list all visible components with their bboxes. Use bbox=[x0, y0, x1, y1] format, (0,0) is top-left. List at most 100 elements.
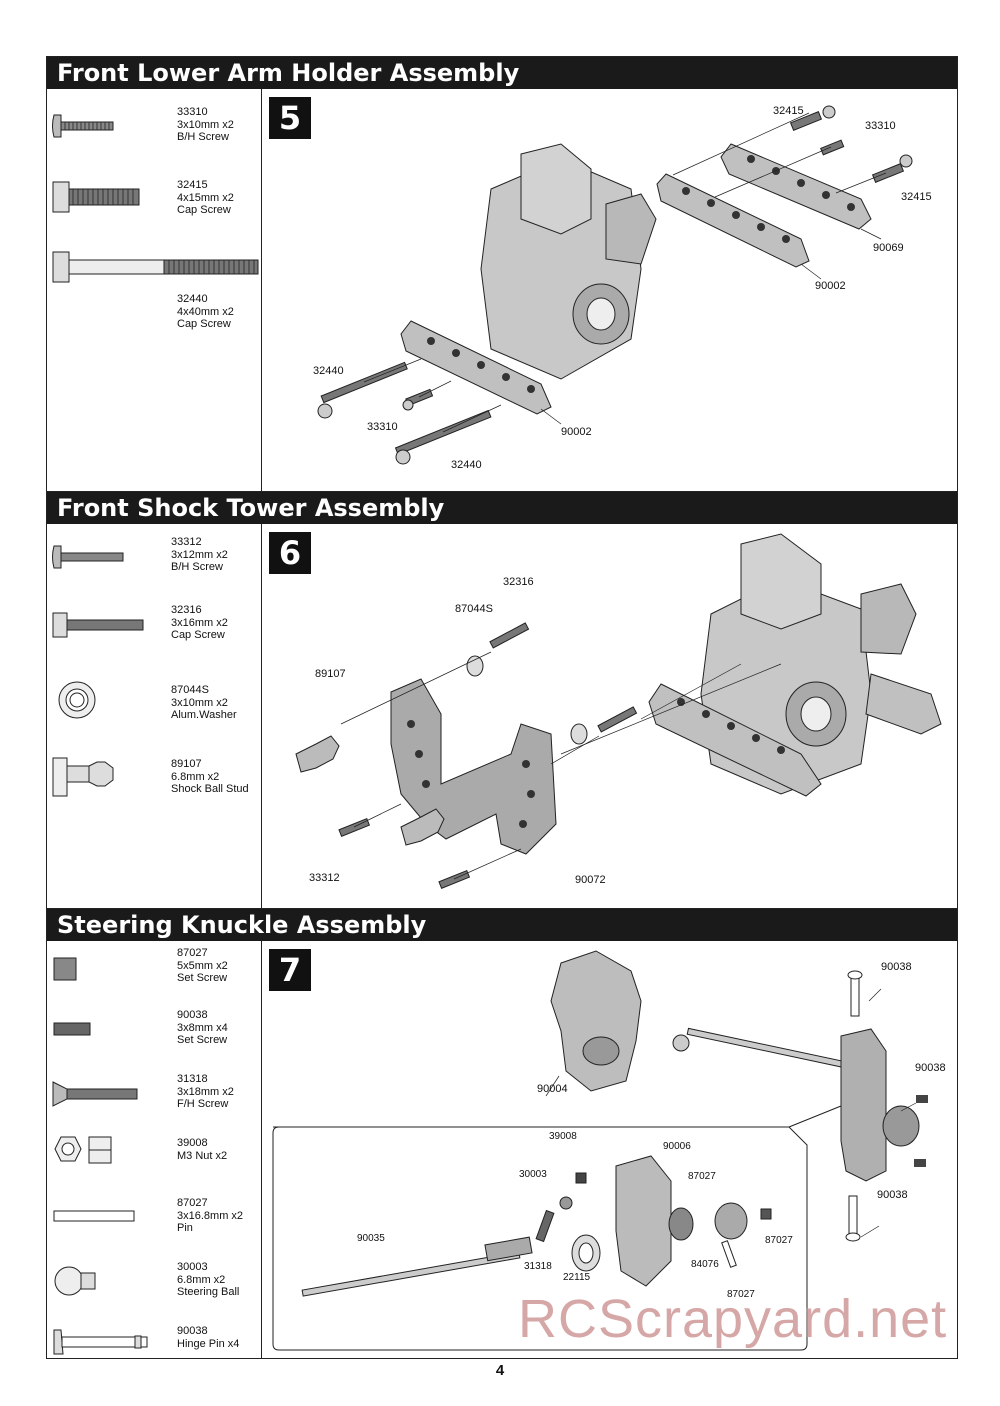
button-head-screw-icon bbox=[52, 545, 124, 569]
part-code: 30003 bbox=[177, 1261, 208, 1273]
part-desc: 3x12mm x2 B/H Screw bbox=[171, 548, 228, 574]
flat-head-screw-icon bbox=[52, 1081, 138, 1107]
cap-screw-icon bbox=[52, 612, 144, 638]
steering-knuckle-diagram bbox=[272, 950, 928, 1351]
part-code: 87044S bbox=[171, 684, 209, 696]
part-code: 87027 bbox=[177, 1197, 208, 1209]
callout-label: 30003 bbox=[519, 1169, 547, 1180]
callout-label: 32415 bbox=[773, 105, 804, 117]
part-desc: Hinge Pin x4 bbox=[177, 1337, 240, 1350]
hinge-pin-icon bbox=[53, 1329, 148, 1355]
section-title: Front Shock Tower Assembly bbox=[47, 492, 957, 524]
nut-icon bbox=[54, 1136, 112, 1164]
part-desc: 3x10mm x2 Alum.Washer bbox=[171, 696, 237, 722]
callout-label: 32440 bbox=[313, 365, 344, 377]
part-desc: 6.8mm x2 Shock Ball Stud bbox=[171, 770, 249, 796]
callout-label: 87044S bbox=[455, 603, 493, 615]
part-code: 33312 bbox=[171, 536, 202, 548]
callout-label: 90038 bbox=[881, 961, 912, 973]
part-code: 32316 bbox=[171, 604, 202, 616]
part-desc: M3 Nut x2 bbox=[177, 1149, 228, 1162]
pin-icon bbox=[53, 1210, 135, 1222]
part-code: 89107 bbox=[171, 758, 202, 770]
part-code: 32415 bbox=[177, 179, 208, 191]
callout-label: 90004 bbox=[537, 1083, 568, 1095]
part-desc: 3x10mm x2 B/H Screw bbox=[177, 118, 234, 144]
callout-label: 89107 bbox=[315, 668, 346, 680]
callout-label: 31318 bbox=[524, 1261, 552, 1272]
part-code: 39008 bbox=[177, 1137, 208, 1149]
callout-label: 84076 bbox=[691, 1259, 719, 1270]
callout-label: 33310 bbox=[865, 120, 896, 132]
callout-label: 90002 bbox=[815, 280, 846, 292]
step-diagram-area: 5 bbox=[261, 89, 957, 491]
section-title: Steering Knuckle Assembly bbox=[47, 909, 957, 941]
lower-arm-holder-diagram bbox=[317, 105, 913, 465]
callout-label: 32415 bbox=[901, 191, 932, 203]
callout-label: 87027 bbox=[765, 1235, 793, 1246]
washer-icon bbox=[58, 681, 96, 719]
page-number: 4 bbox=[495, 1362, 505, 1379]
part-desc: 3x18mm x2 F/H Screw bbox=[177, 1085, 234, 1111]
part-code: 31318 bbox=[177, 1073, 208, 1085]
set-screw-icon bbox=[53, 957, 77, 981]
part-desc: 4x15mm x2 Cap Screw bbox=[177, 191, 234, 217]
callout-label: 90038 bbox=[915, 1062, 946, 1074]
part-code: 90038 bbox=[177, 1009, 208, 1021]
step-number: 7 bbox=[269, 949, 311, 991]
callout-label: 90072 bbox=[575, 874, 606, 886]
callout-label: 90038 bbox=[877, 1189, 908, 1201]
callout-label: 33310 bbox=[367, 421, 398, 433]
part-desc: 5x5mm x2 Set Screw bbox=[177, 959, 228, 985]
part-desc: 3x16mm x2 Cap Screw bbox=[171, 616, 228, 642]
callout-label: 87027 bbox=[727, 1289, 755, 1300]
step-diagram-area: 7 bbox=[261, 941, 957, 1358]
part-desc: 3x16.8mm x2 Pin bbox=[177, 1209, 244, 1235]
button-head-screw-icon bbox=[52, 114, 114, 138]
set-screw-icon bbox=[53, 1022, 91, 1036]
watermark: RCScrapyard.net bbox=[518, 1289, 948, 1349]
ball-stud-icon bbox=[52, 757, 114, 797]
callout-label: 22115 bbox=[563, 1272, 591, 1283]
part-desc: 3x8mm x4 Set Screw bbox=[177, 1021, 228, 1047]
callout-label: 32440 bbox=[451, 459, 482, 471]
step-number: 6 bbox=[269, 532, 311, 574]
callout-label: 32316 bbox=[503, 576, 534, 588]
section-title: Front Lower Arm Holder Assembly bbox=[47, 57, 957, 89]
part-code: 32440 bbox=[177, 293, 208, 305]
callout-label: 87027 bbox=[688, 1171, 716, 1182]
callout-label: 90006 bbox=[663, 1141, 691, 1152]
part-desc: 6.8mm x2 Steering Ball bbox=[177, 1273, 240, 1299]
long-cap-screw-icon bbox=[52, 251, 259, 283]
callout-label: 39008 bbox=[549, 1131, 577, 1142]
part-code: 87027 bbox=[177, 947, 208, 959]
part-code: 90038 bbox=[177, 1325, 208, 1337]
callout-label: 90035 bbox=[357, 1233, 385, 1244]
step-number: 5 bbox=[269, 97, 311, 139]
callout-label: 33312 bbox=[309, 872, 340, 884]
part-code: 33310 bbox=[177, 106, 208, 118]
shock-tower-diagram bbox=[295, 533, 942, 889]
step-diagram-area: 6 bbox=[261, 524, 957, 908]
callout-label: 90069 bbox=[873, 242, 904, 254]
